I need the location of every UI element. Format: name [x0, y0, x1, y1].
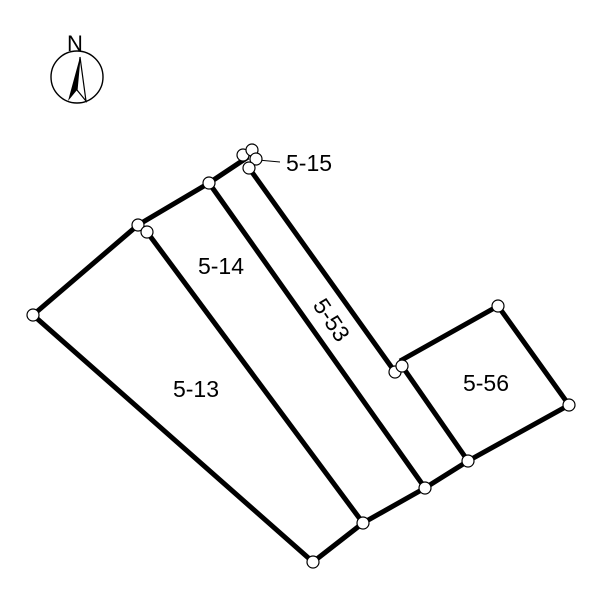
vertex-marker: [491, 299, 505, 313]
vertex-marker: [131, 218, 145, 232]
vertex-marker: [306, 555, 320, 569]
vertex-marker: [242, 161, 256, 175]
vertex-marker: [202, 176, 216, 190]
north-arrow-icon-outline: [76, 56, 87, 104]
parcel-label-5-15: 5-15: [286, 150, 332, 176]
parcel-label-5-56: 5-56: [463, 370, 509, 396]
vertex-marker: [461, 454, 475, 468]
vertex-marker: [562, 398, 576, 412]
vertex-marker: [356, 516, 370, 530]
parcel-label-5-53: 5-53: [308, 294, 355, 347]
vertex-marker: [418, 481, 432, 495]
parcel-label-5-13: 5-13: [173, 376, 219, 402]
boundary-5-53-east-upper: [246, 166, 398, 374]
vertex-marker: [140, 225, 154, 239]
north-arrow: N: [50, 31, 104, 104]
vertex-marker: [249, 152, 263, 166]
boundary-5-13-5-14: [144, 230, 366, 525]
vertex-marker: [395, 359, 409, 373]
vertex-marker: [26, 308, 40, 322]
vertex-markers: [26, 143, 576, 569]
parcel-label-5-14: 5-14: [198, 253, 244, 279]
boundary-5-14-5-53: [206, 181, 428, 490]
boundary-5-53-5-56: [399, 364, 471, 463]
parcel-labels: 5-13 5-14 5-53 5-56 5-15: [173, 150, 509, 402]
north-label: N: [67, 31, 83, 56]
parcel-boundaries: [29, 154, 573, 566]
